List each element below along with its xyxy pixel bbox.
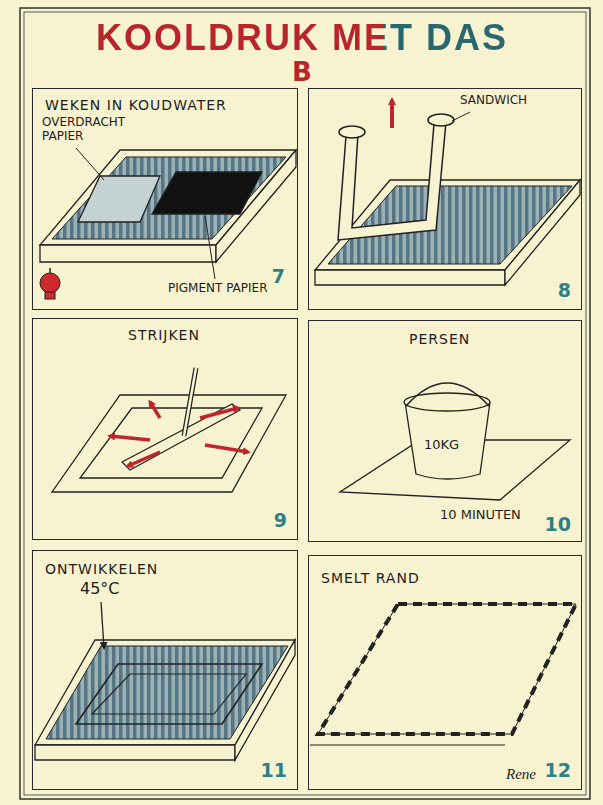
step-heading: ONTWIKKELEN (45, 561, 158, 577)
soak-tray-part (152, 172, 262, 214)
squeegee-sheet-part (52, 395, 286, 492)
sheet-title: KOOLDRUK MET DAS (96, 18, 508, 58)
sandwich-sheet-part (338, 122, 446, 240)
stroke-arrows-part (110, 436, 150, 440)
develop-tray-part (92, 674, 246, 714)
step-number: 12 (545, 760, 571, 781)
squeegee-sheet (52, 368, 286, 492)
callout-label: SANDWICH (460, 94, 527, 108)
stroke-arrows-part (128, 452, 160, 466)
develop-tray (35, 602, 295, 760)
stroke-arrows-part (200, 408, 238, 418)
melted-edge-sheet-part (310, 745, 505, 746)
press-bucket-part (405, 402, 490, 479)
sandwich-sheet-part (339, 126, 365, 138)
stroke-arrows (110, 402, 248, 466)
step-heading: STRIJKEN (128, 327, 200, 343)
squeegee-sheet-part (122, 404, 240, 470)
soak-tray-part (52, 157, 286, 239)
develop-tray-part (35, 745, 235, 760)
melted-edge-sheet (310, 604, 576, 745)
outer-frame-part (24, 12, 586, 795)
press-bucket (340, 383, 570, 500)
lift-tray-part (315, 270, 505, 285)
sandwich-sheet-part (428, 114, 454, 126)
stroke-arrows-part (205, 445, 248, 452)
lift-tray-part (328, 186, 572, 264)
step-number: 11 (261, 760, 287, 781)
develop-tray-part (101, 602, 104, 648)
step-panel: 8 (308, 88, 582, 310)
step-heading: PERSEN (409, 331, 470, 347)
safelight-bulb-part (45, 292, 55, 299)
step-heading: SMELT RAND (321, 570, 420, 586)
safelight-bulb (40, 268, 60, 299)
soak-tray-part (78, 176, 160, 222)
soak-tray-part (40, 245, 216, 262)
outer-frame-part (20, 8, 590, 799)
step-number: 7 (272, 266, 285, 287)
stroke-arrows-part (150, 402, 160, 418)
signature: Rene (506, 766, 536, 783)
develop-tray-part (35, 640, 295, 745)
safelight-bulb-part (49, 268, 51, 273)
step-number: 10 (545, 514, 571, 535)
step-panel: STRIJKEN 9 (32, 318, 298, 540)
time-label: 10 MINUTEN (440, 508, 521, 523)
step-panel: SMELT RAND 12 (308, 555, 582, 790)
step-heading: WEKEN IN KOUDWATER (45, 97, 227, 113)
outer-frame (20, 8, 590, 799)
step-number: 8 (558, 280, 571, 301)
melted-edge-sheet-part (318, 604, 576, 734)
weight-label: 10KG (424, 438, 459, 453)
step-number: 9 (274, 510, 287, 531)
soak-tray-part (205, 216, 215, 279)
sandwich-sheet-part (452, 112, 470, 121)
squeegee-sheet-part (184, 368, 196, 436)
sandwich-sheet (338, 112, 470, 240)
soak-tray (40, 148, 296, 279)
melted-edge-sheet-part (318, 604, 576, 734)
develop-tray-part (76, 664, 262, 724)
soak-tray-part (76, 148, 104, 180)
develop-tray-part (46, 646, 288, 739)
temperature-label: 45°C (80, 580, 120, 598)
safelight-bulb-part (40, 273, 60, 293)
press-bucket-part (406, 383, 489, 406)
sheet-subtitle: B (292, 58, 312, 88)
callout-label: PIGMENT PAPIER (168, 282, 268, 296)
squeegee-sheet-part (184, 368, 196, 436)
lift-arrow (390, 100, 394, 128)
callout-label: OVERDRACHT PAPIER (42, 116, 142, 144)
step-panel: ONTWIKKELEN 11 (32, 550, 298, 790)
